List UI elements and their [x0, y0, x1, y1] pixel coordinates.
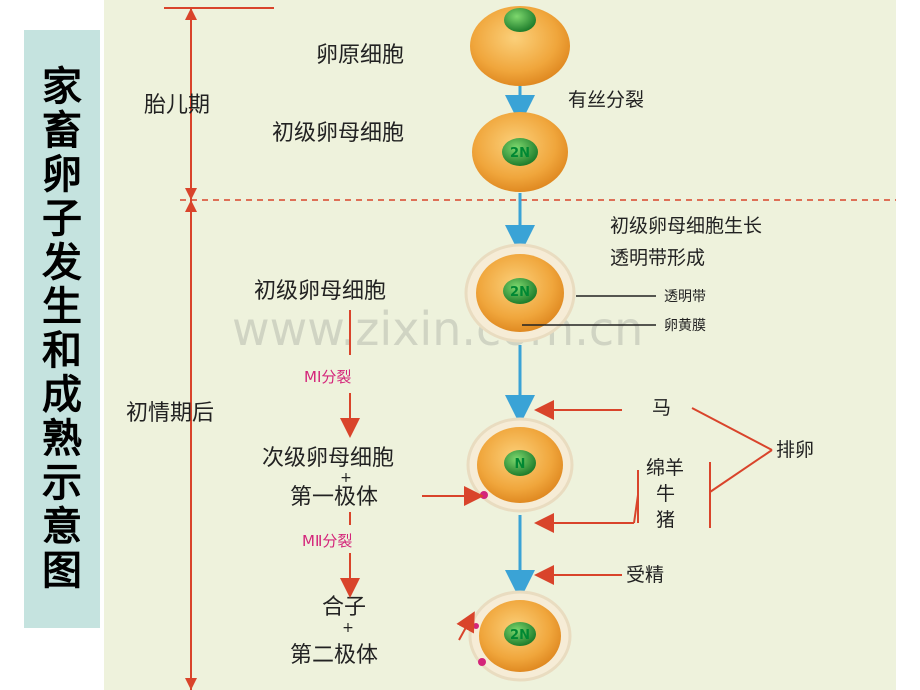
label-ovulation: 排卵 — [776, 439, 814, 461]
label-primary-oocyte-1: 初级卵母细胞 — [272, 121, 404, 146]
label-oogonium: 卵原细胞 — [316, 43, 404, 68]
title-char: 熟 — [42, 415, 82, 462]
nucleus-label: 2N — [510, 146, 530, 161]
title-char: 成 — [42, 371, 82, 418]
label-mitosis: 有丝分裂 — [568, 89, 644, 111]
title-char: 示 — [42, 459, 82, 506]
title-char: 意 — [42, 503, 82, 550]
label-sheep: 绵羊 — [646, 457, 684, 479]
title-char: 和 — [42, 327, 82, 374]
label-secondary-oocyte: 次级卵母细胞 — [262, 446, 394, 471]
title-panel: 家畜卵子发生和成熟示意图 — [24, 30, 100, 628]
title-char: 生 — [42, 283, 82, 330]
label-vitelline-membrane: 卵黄膜 — [664, 317, 706, 334]
label-fertilization: 受精 — [626, 564, 664, 586]
title-char: 发 — [42, 239, 82, 286]
structure-pointers — [522, 295, 656, 326]
label-second-polar-body: 第二极体 — [290, 643, 378, 668]
nucleus-label: 2N — [510, 285, 530, 300]
label-pig: 猪 — [656, 509, 675, 531]
nucleus-label: 2N — [510, 628, 530, 643]
label-growth-line2: 透明带形成 — [610, 247, 705, 269]
title-char: 图 — [42, 547, 82, 594]
cell-secondary-oocyte: N — [466, 417, 574, 513]
label-first-polar-body: 第一极体 — [290, 485, 378, 510]
title-char: 子 — [42, 195, 82, 242]
diagram-panel: www.zixin.com.cn 胎儿期 初情期后 2N — [104, 0, 896, 690]
plus-sign: + — [342, 620, 354, 636]
timeline — [164, 7, 896, 690]
title-char: 家 — [42, 63, 82, 110]
cell-primary-oocyte-1: 2N — [472, 112, 568, 192]
nucleus-label: N — [515, 457, 526, 472]
plus-sign: + — [340, 470, 352, 486]
title-char: 卵 — [42, 151, 82, 198]
meiosis-flow — [340, 310, 484, 641]
watermark: www.zixin.com.cn — [232, 302, 643, 356]
label-cattle: 牛 — [656, 483, 675, 505]
label-horse: 马 — [652, 397, 671, 419]
cell-primary-oocyte-2: 2N — [464, 243, 576, 343]
label-meiosis-2: MⅡ分裂 — [302, 532, 352, 550]
label-zona-pellucida: 透明带 — [664, 289, 706, 305]
cell-zygote: 2N — [468, 590, 572, 682]
ovulation-bracket — [534, 400, 773, 585]
label-meiosis-1: MⅠ分裂 — [304, 368, 351, 386]
label-primary-oocyte-2: 初级卵母细胞 — [254, 279, 386, 304]
label-post-puberty: 初情期后 — [126, 401, 214, 426]
oogenesis-diagram: www.zixin.com.cn 胎儿期 初情期后 2N — [126, 6, 896, 690]
cell-oogonium — [470, 6, 570, 86]
title-char: 畜 — [42, 107, 82, 154]
label-fetal-period: 胎儿期 — [144, 93, 210, 118]
label-growth-line1: 初级卵母细胞生长 — [610, 215, 762, 237]
label-zygote: 合子 — [322, 595, 366, 620]
